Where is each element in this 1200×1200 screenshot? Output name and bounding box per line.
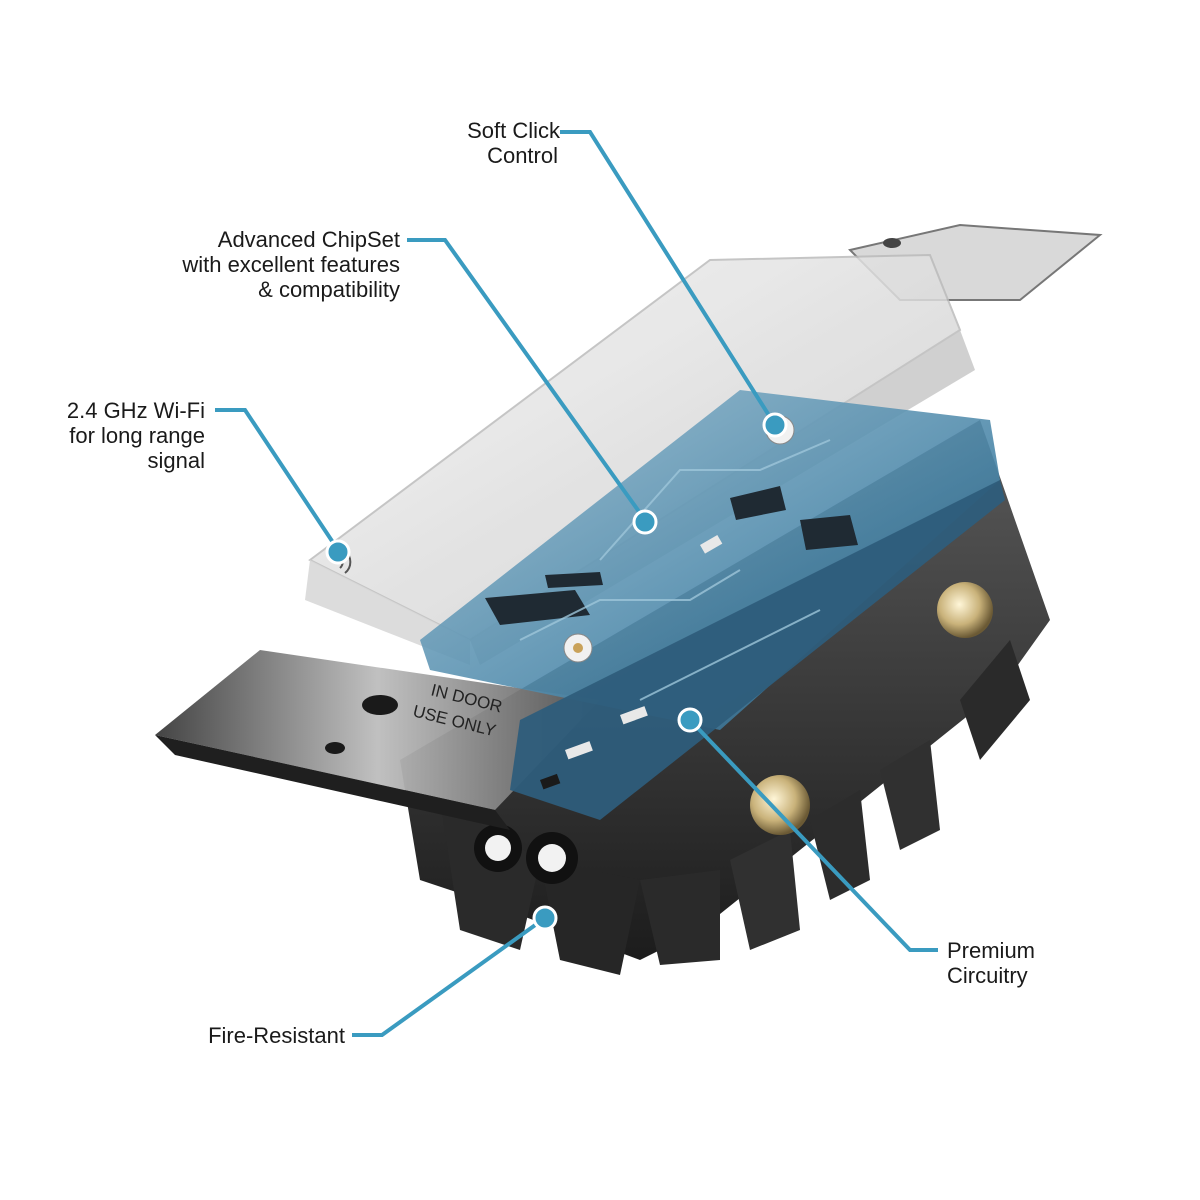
chip: [545, 572, 603, 588]
leader-fire: [352, 916, 547, 1037]
callout-fire-line1: Fire-Resistant: [208, 1023, 345, 1048]
dot-circuitry: [677, 707, 703, 733]
pcb-board: [420, 390, 1005, 820]
dot-chipset: [632, 509, 658, 535]
callout-fire: Fire-Resistant: [150, 1023, 345, 1048]
callout-circuitry-line1: Premium: [947, 938, 1036, 963]
chip: [800, 515, 858, 550]
screw-icon: [937, 582, 993, 638]
callout-chipset-line1: Advanced ChipSet: [217, 227, 400, 252]
callout-circuitry-line2: Circuitry: [947, 963, 1028, 988]
leader-wifi: [215, 408, 340, 552]
callout-wifi-line2: for long range: [69, 423, 205, 448]
dot-soft-click: [762, 412, 788, 438]
callout-dots: [325, 412, 788, 931]
wire-holes: [474, 824, 578, 884]
leader-circuitry: [688, 718, 938, 952]
screw-icon: [750, 775, 810, 835]
callout-circuitry: Premium Circuitry: [947, 938, 1147, 988]
chip: [485, 590, 590, 625]
chip: [730, 486, 786, 520]
leader-chipset: [407, 238, 647, 522]
callout-lines: [215, 130, 938, 1037]
terminal-screws: [750, 582, 993, 835]
callout-soft-click-line1: Soft Click: [467, 118, 560, 143]
callout-wifi: 2.4 GHz Wi-Fi for long range signal: [20, 398, 205, 473]
callout-soft-click: Soft Click Control: [410, 118, 560, 168]
callout-chipset-line3: & compatibility: [258, 277, 400, 302]
callout-soft-click-line2: Control: [487, 143, 558, 168]
callout-chipset: Advanced ChipSet with excellent features…: [120, 227, 400, 302]
mounting-plate: IN DOOR USE ONLY: [155, 650, 600, 830]
dot-fire: [532, 905, 558, 931]
leader-soft-click: [560, 130, 777, 427]
callout-wifi-line3: signal: [147, 448, 205, 473]
callout-chipset-line2: with excellent features: [182, 252, 400, 277]
callout-wifi-line1: 2.4 GHz Wi-Fi: [66, 398, 205, 423]
dot-wifi: [325, 539, 351, 565]
